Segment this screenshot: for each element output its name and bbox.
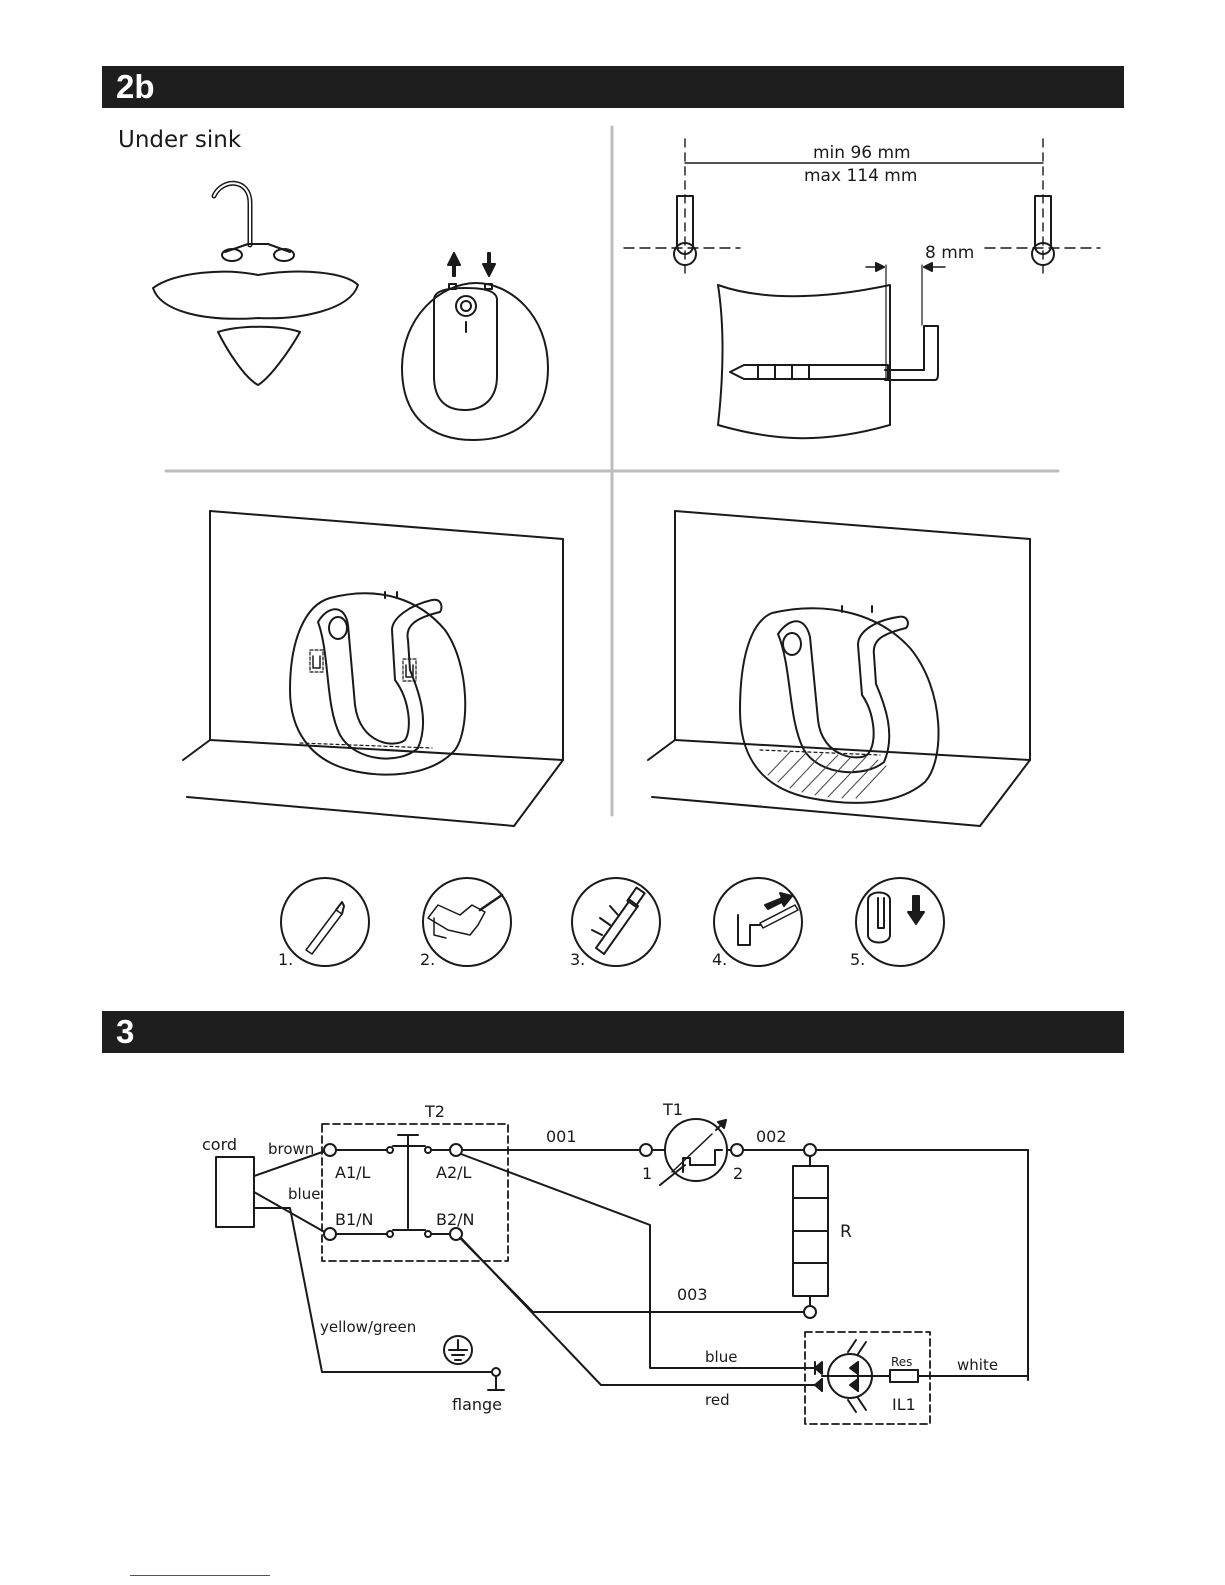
label-a2: A2/L: [436, 1163, 472, 1182]
label-003: 003: [677, 1285, 708, 1304]
dimension-min: min 96 mm: [813, 143, 911, 163]
terminal-b1: [324, 1228, 336, 1240]
label-pin-2: 2: [733, 1164, 743, 1183]
label-flange: flange: [452, 1395, 502, 1414]
label-red: red: [705, 1391, 730, 1409]
label-pin-1: 1: [642, 1164, 652, 1183]
label-b1: B1/N: [335, 1210, 374, 1229]
label-001: 001: [546, 1127, 577, 1146]
ground-symbol: [444, 1336, 472, 1364]
label-r: R: [840, 1222, 852, 1242]
label-brown: brown: [268, 1140, 314, 1158]
indicator-light-il1: [815, 1340, 1028, 1412]
resistor-res: [890, 1370, 918, 1382]
label-il1: IL1: [892, 1395, 916, 1414]
step-1-label: 1.: [278, 950, 293, 969]
dimension-max: max 114 mm: [804, 166, 917, 186]
under-sink-title: Under sink: [118, 127, 242, 153]
step-1-marking: [281, 878, 369, 966]
step-4-label: 4.: [712, 950, 727, 969]
label-yellow-green: yellow/green: [320, 1318, 416, 1336]
terminal-a1: [324, 1144, 336, 1156]
label-002: 002: [756, 1127, 787, 1146]
label-a1: A1/L: [335, 1163, 371, 1182]
sink-illustration: [153, 183, 358, 385]
cord-plug: [216, 1157, 254, 1227]
wiring-diagram: cord brown blue yellow/green flange T2 A…: [202, 1100, 1028, 1424]
step-3-label: 3.: [570, 950, 585, 969]
label-t2: T2: [424, 1102, 445, 1121]
footer-link-underline: [130, 1575, 270, 1576]
wall-mount-scene-right: [648, 511, 1030, 826]
label-white: white: [957, 1356, 998, 1374]
step-5-label: 5.: [850, 950, 865, 969]
mounting-steps: 1. 2. 3. 4. 5.: [278, 878, 944, 969]
step-2-drilling: [423, 878, 511, 966]
step-2-label: 2.: [420, 950, 435, 969]
thermostat-t1: [660, 1119, 727, 1185]
mounting-dimensions-diagram: min 96 mm max 114 mm 8 mm: [624, 139, 1100, 438]
label-t1: T1: [662, 1100, 683, 1119]
label-b2: B2/N: [436, 1210, 475, 1229]
dimension-gap: 8 mm: [925, 243, 974, 263]
label-blue-wire: blue: [288, 1185, 320, 1203]
label-blue: blue: [705, 1348, 737, 1366]
thermostat-t2-box: [322, 1124, 508, 1261]
heater-front-illustration: [402, 253, 548, 440]
step-5-hang: [856, 878, 944, 966]
label-res: Res: [891, 1355, 912, 1369]
panel-dividers: [166, 127, 1058, 815]
label-cord: cord: [202, 1135, 237, 1154]
wall-mount-scene-left: [183, 511, 563, 826]
